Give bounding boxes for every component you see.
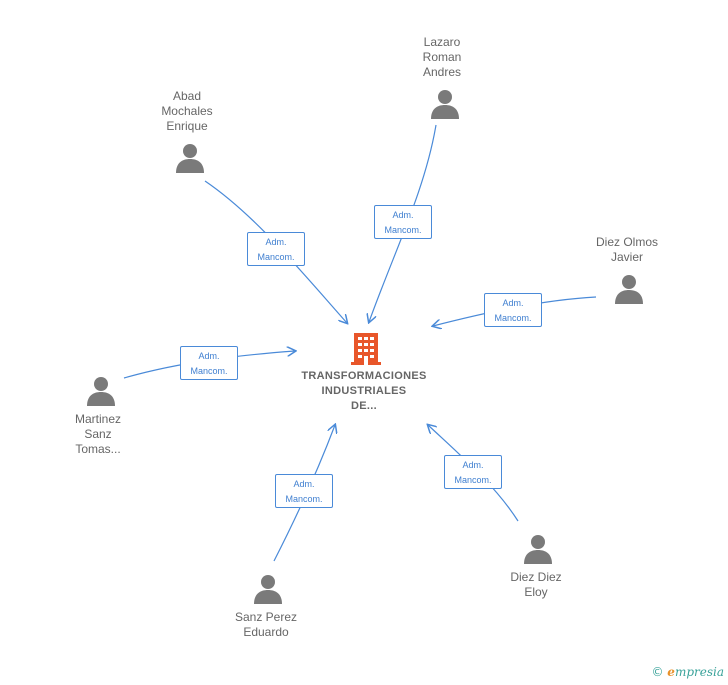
- person-name-line: Martinez: [74, 412, 121, 426]
- person-name-line: Sanz: [84, 427, 112, 441]
- logo-e-letter: e: [667, 665, 675, 679]
- person-name-line: Diez Olmos: [595, 235, 658, 249]
- company-name: TRANSFORMACIONES INDUSTRIALES DE...: [284, 369, 444, 414]
- person-name: Sanz Perez Eduardo: [206, 610, 326, 640]
- edge-label-diez-olmos[interactable]: Adm. Mancom.: [484, 293, 542, 327]
- person-name: Diez Olmos Javier: [567, 235, 687, 265]
- edge-label-line: Mancom.: [454, 475, 492, 485]
- edge-label-line: Adm.: [502, 298, 524, 308]
- person-name-line: Tomas...: [75, 442, 121, 456]
- person-name-line: Lazaro: [423, 35, 461, 49]
- edge-label-abad[interactable]: Adm. Mancom.: [247, 232, 305, 266]
- edge-label-line: Adm.: [293, 479, 315, 489]
- person-icon: [524, 535, 552, 564]
- person-icon: [615, 275, 643, 304]
- company-name-line-2: INDUSTRIALES: [321, 385, 407, 397]
- empresia-logo: © empresia: [651, 665, 724, 679]
- logo-text: mpresia: [674, 665, 724, 679]
- company-name-line-3: DE...: [351, 400, 377, 412]
- edge-label-line: Mancom.: [257, 252, 295, 262]
- person-name-line: Diez Diez: [510, 570, 562, 584]
- edge-label-martinez[interactable]: Adm. Mancom.: [180, 346, 238, 380]
- edge-label-diez-diez[interactable]: Adm. Mancom.: [444, 455, 502, 489]
- edge-label-lazaro[interactable]: Adm. Mancom.: [374, 205, 432, 239]
- person-icon: [431, 90, 459, 119]
- edge-label-line: Adm.: [392, 210, 414, 220]
- edge-label-line: Mancom.: [494, 313, 532, 323]
- person-name-line: Mochales: [161, 104, 213, 118]
- person-name: Abad Mochales Enrique: [127, 89, 247, 134]
- person-name: Lazaro Roman Andres: [382, 35, 502, 80]
- edge-label-line: Adm.: [462, 460, 484, 470]
- edge-label-sanz-perez[interactable]: Adm. Mancom.: [275, 474, 333, 508]
- edge-label-line: Adm.: [198, 351, 220, 361]
- copyright-symbol: ©: [651, 665, 664, 679]
- edge-label-line: Mancom.: [384, 225, 422, 235]
- building-icon: [351, 333, 381, 365]
- person-name-line: Eloy: [524, 585, 548, 599]
- person-name: Diez Diez Eloy: [476, 570, 596, 600]
- person-name-line: Enrique: [166, 119, 208, 133]
- edge-label-line: Mancom.: [190, 366, 228, 376]
- person-name-line: Eduardo: [243, 625, 289, 639]
- person-icon: [176, 144, 204, 173]
- person-name-line: Abad: [172, 89, 202, 103]
- person-name-line: Javier: [610, 250, 643, 264]
- edge-label-line: Mancom.: [285, 494, 323, 504]
- person-icon: [254, 575, 282, 604]
- person-name-line: Andres: [422, 65, 462, 79]
- person-name: Martinez Sanz Tomas...: [38, 412, 158, 457]
- company-name-line-1: TRANSFORMACIONES: [301, 370, 427, 382]
- edge-label-line: Adm.: [265, 237, 287, 247]
- person-icon: [87, 377, 115, 406]
- person-name-line: Roman: [422, 50, 462, 64]
- person-name-line: Sanz Perez: [234, 610, 298, 624]
